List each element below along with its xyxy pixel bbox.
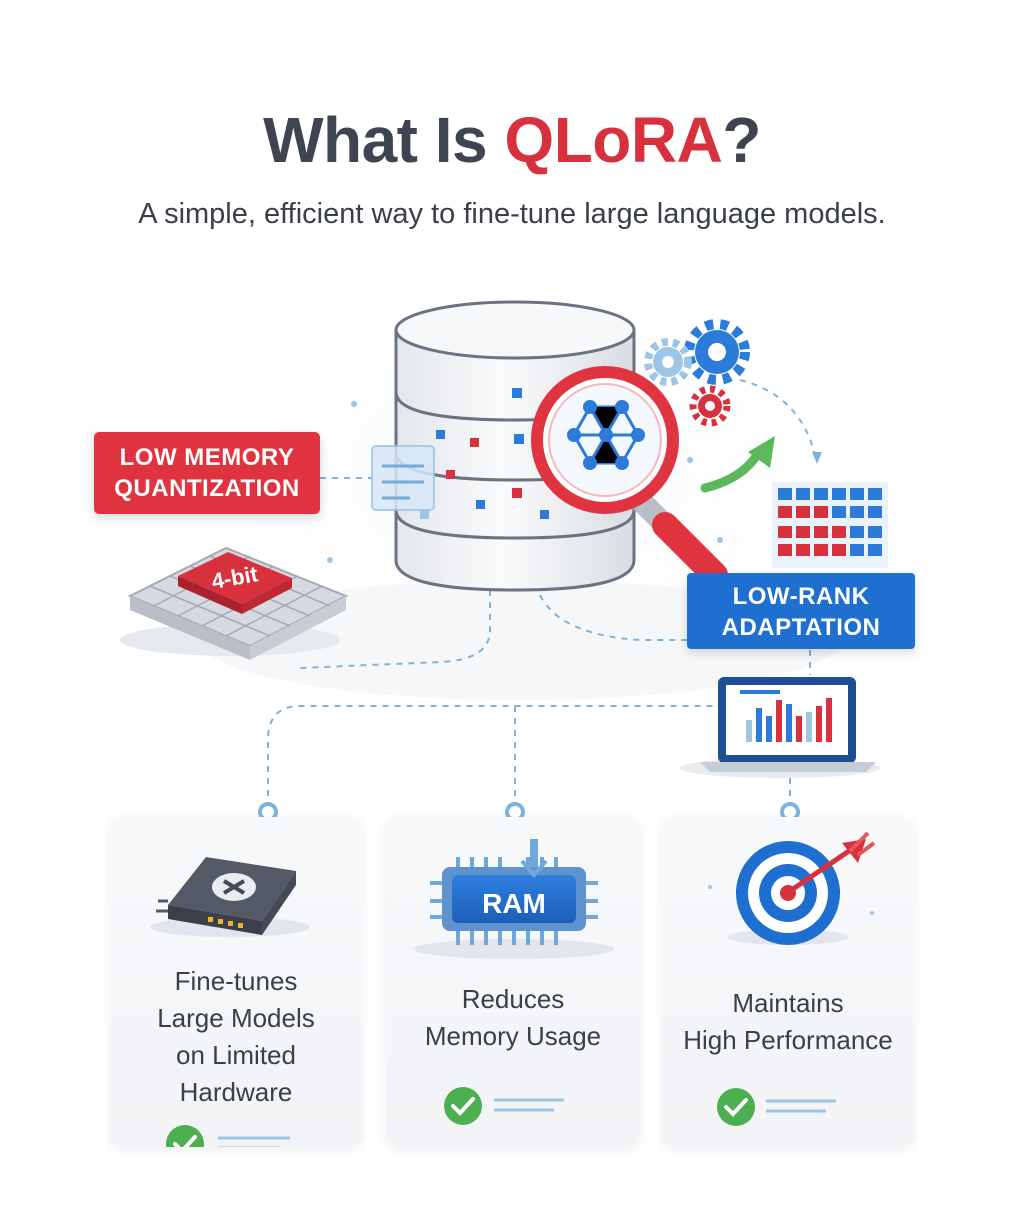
check-icon xyxy=(444,1087,482,1125)
title-accent: QLoRA xyxy=(504,104,723,176)
growth-arrow-icon xyxy=(700,445,765,493)
adaptation-tag-line1: LOW-RANK xyxy=(732,583,870,610)
ram-pins xyxy=(430,857,598,945)
ram-chip-graphic: RAM xyxy=(414,839,614,959)
card-hardware-line4: Hardware xyxy=(179,1077,293,1107)
benefit-card-performance: Maintains High Performance xyxy=(662,817,914,1147)
card-performance-check-row xyxy=(717,1088,836,1126)
benefit-card-memory: RAM Reduces Memory Usage xyxy=(386,817,640,1147)
quantization-tag-line1: LOW MEMORY xyxy=(119,444,295,471)
adaptation-tag-line2: ADAPTATION xyxy=(721,614,881,641)
card-hardware-line2: Large Models xyxy=(157,1003,315,1033)
page-subtitle: A simple, efficient way to fine-tune lar… xyxy=(138,198,886,230)
card-memory-text: Reduces Memory Usage xyxy=(386,981,640,1055)
quantization-tag-line2: QUANTIZATION xyxy=(114,475,300,502)
bit-label: 4-bit xyxy=(210,561,261,594)
card-memory-line1: Reduces xyxy=(461,984,565,1014)
title-prefix: What Is xyxy=(263,104,505,176)
card-memory-line2: Memory Usage xyxy=(424,1021,602,1051)
matrix-grid-icon xyxy=(772,482,888,568)
growth-arrow-head xyxy=(748,436,775,468)
ram-label: RAM xyxy=(482,888,546,919)
card-memory-check-row xyxy=(444,1087,564,1125)
adaptation-tag: LOW-RANK ADAPTATION xyxy=(687,573,915,649)
decor-dots xyxy=(253,401,723,563)
check-icon xyxy=(166,1125,204,1147)
quantized-blocks-icon: 4-bit xyxy=(120,546,349,660)
benefit-card-hardware: Fine-tunes Large Models on Limited Hardw… xyxy=(110,817,362,1147)
data-panel-icon xyxy=(371,445,435,511)
card-performance-line2: High Performance xyxy=(683,1025,893,1055)
quantization-tag: LOW MEMORY QUANTIZATION xyxy=(94,432,320,514)
page-title: What Is QLoRA? xyxy=(0,100,1024,180)
card-hardware-text: Fine-tunes Large Models on Limited Hardw… xyxy=(110,963,362,1111)
title-suffix: ? xyxy=(722,104,761,176)
gears-icon xyxy=(644,319,750,427)
connector-arrow-tips xyxy=(812,452,822,464)
laptop-chart-icon xyxy=(680,677,880,778)
target-icon xyxy=(708,831,876,945)
card-hardware-line3: on Limited xyxy=(176,1040,296,1070)
database-icon xyxy=(394,300,636,592)
card-hardware-line1: Fine-tunes xyxy=(174,966,298,996)
card-hardware-check-row xyxy=(166,1125,290,1147)
magnifier-icon xyxy=(531,366,728,588)
gpu-card-icon xyxy=(150,857,310,937)
card-performance-line1: Maintains xyxy=(732,988,844,1018)
card-performance-text: Maintains High Performance xyxy=(662,985,914,1059)
check-icon xyxy=(717,1088,755,1126)
